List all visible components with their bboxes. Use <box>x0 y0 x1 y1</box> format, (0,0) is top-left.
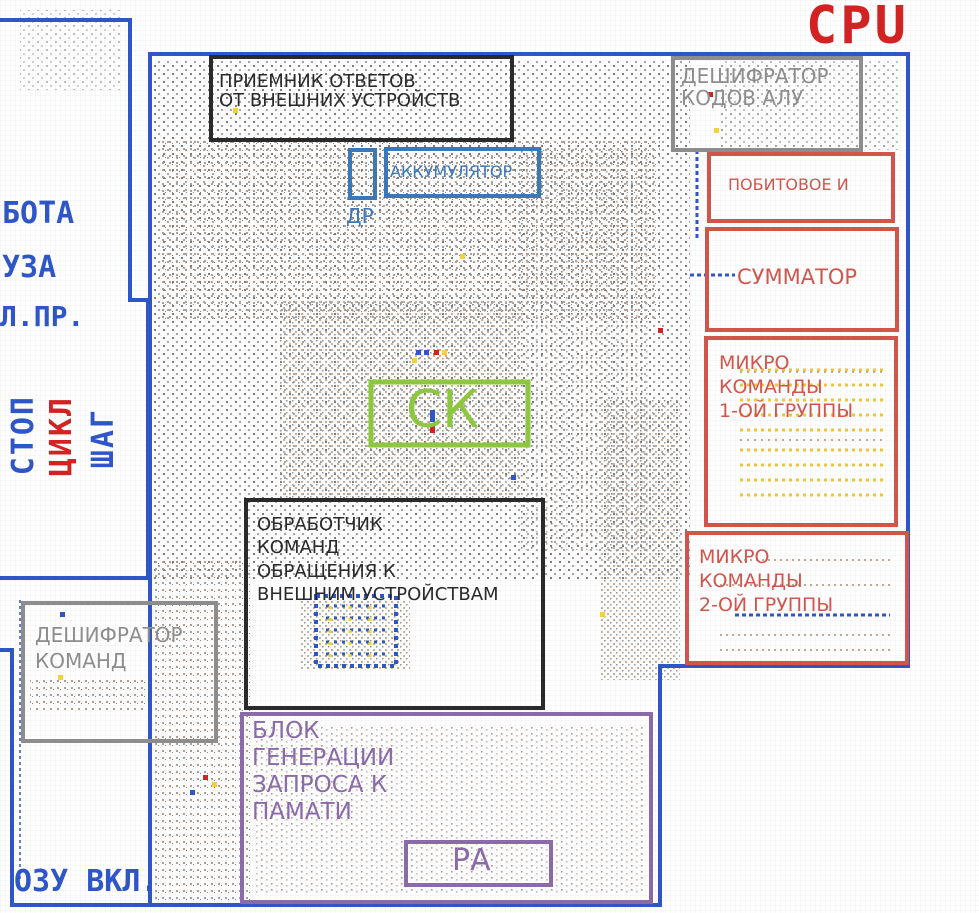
micro-group1-label: МИКРО КОМАНДЫ 1-ОЙ ГРУППЫ <box>719 352 854 422</box>
cycle-button[interactable]: ЦИКЛ <box>44 396 79 477</box>
step-button[interactable]: ШАГ <box>86 408 121 469</box>
io-handler-label: ОБРАБОТЧИК КОМАНД ОБРАЩЕНИЯ К ВНЕШНИМ УС… <box>257 514 499 606</box>
panel-label-bota: БОТА <box>2 196 75 231</box>
micro-group2-label: МИКРО КОМАНДЫ 2-ОЙ ГРУППЫ <box>699 546 834 616</box>
panel-label-uza: УЗА <box>2 250 57 285</box>
bitwise-and-label: ПОБИТОВОЕ И <box>728 175 849 194</box>
ram-on-toggle[interactable]: ОЗУ ВКЛ. <box>14 864 159 899</box>
cpu-title: CPU <box>806 0 909 56</box>
stop-button[interactable]: СТОП <box>6 395 41 476</box>
panel-label-lpr: Л.ПР. <box>0 300 85 333</box>
memory-request-label: БЛОК ГЕНЕРАЦИИ ЗАПРОСА К ПАМАТИ <box>252 718 395 826</box>
sk-label: СК <box>406 380 480 440</box>
command-decoder-label: ДЕШИФРАТОР КОМАНД <box>35 623 183 673</box>
accumulator-label: АККУМУЛЯТОР <box>390 162 513 181</box>
io-receiver-label: ПРИЕМНИК ОТВЕТОВ ОТ ВНЕШНИХ УСТРОЙСТВ <box>219 71 461 112</box>
adder-label: СУММАТОР <box>737 265 858 289</box>
dr-label: ДР <box>346 204 374 228</box>
alu-decoder-label: ДЕШИФРАТОР КОДОВ АЛУ <box>681 64 829 110</box>
ra-label: РА <box>452 843 491 878</box>
